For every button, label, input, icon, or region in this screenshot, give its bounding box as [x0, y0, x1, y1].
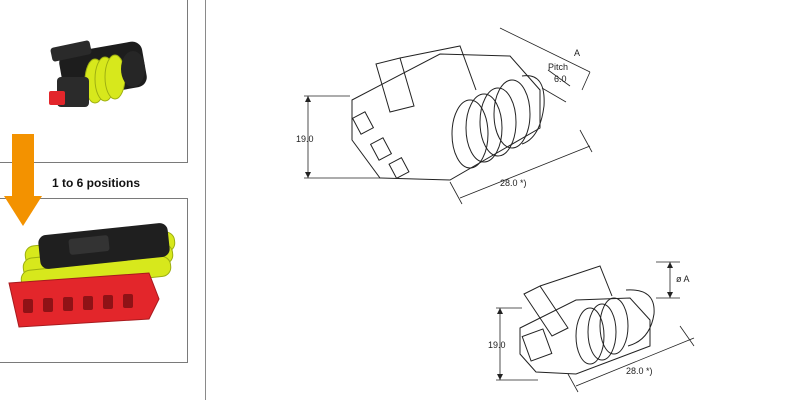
six-position-connector-photo — [0, 198, 188, 363]
pitch-value: 6.0 — [554, 74, 567, 84]
height-dimension: 19.0 — [296, 134, 314, 144]
positions-caption: 1 to 6 positions — [52, 176, 141, 190]
six-connector-image — [8, 223, 176, 328]
length-dimension: 28.0 *) — [500, 178, 527, 188]
pitch-label: Pitch — [548, 62, 568, 72]
height-dimension-bottom: 19.0 — [488, 340, 506, 350]
arrow-down-icon — [4, 134, 42, 226]
vertical-divider — [205, 0, 206, 400]
single-position-connector-drawing: 19.0 28.0 *) ø A — [488, 261, 695, 393]
multi-position-connector-drawing: 19.0 28.0 *) A Pitch 6.0 — [296, 27, 593, 205]
single-connector-image — [49, 40, 147, 107]
width-dimension: A — [574, 48, 580, 58]
diameter-dimension: ø A — [676, 274, 690, 284]
length-dimension-bottom: 28.0 *) — [626, 366, 653, 376]
